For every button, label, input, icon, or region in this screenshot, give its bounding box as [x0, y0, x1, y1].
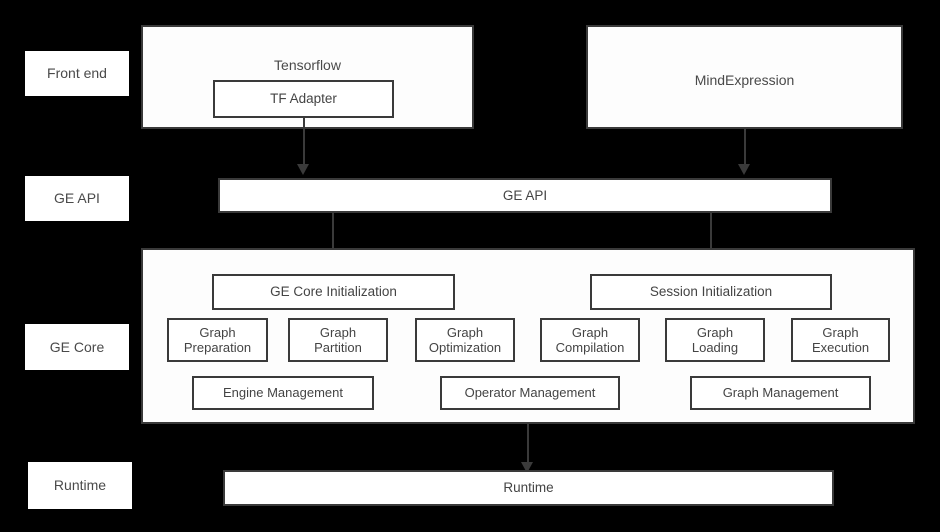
- module-graph-optimization: Graph Optimization: [415, 318, 515, 362]
- tf-adapter-label: TF Adapter: [270, 91, 337, 107]
- module-graph-execution-label: Graph Execution: [811, 324, 870, 355]
- module-graph-preparation-label: Graph Preparation: [183, 324, 252, 355]
- ge-core-initialization-label: GE Core Initialization: [270, 284, 397, 300]
- management-engine-label: Engine Management: [223, 385, 343, 401]
- module-graph-compilation-label: Graph Compilation: [555, 324, 625, 355]
- arrowhead-mindexpression-to-ge-api: [738, 164, 750, 175]
- mindexpression-container: MindExpression: [586, 25, 903, 129]
- layer-label-front-end-text: Front end: [47, 65, 107, 82]
- runtime-label: Runtime: [503, 480, 554, 496]
- tf-adapter-box: TF Adapter: [213, 80, 394, 118]
- runtime-box: Runtime: [223, 470, 834, 506]
- connector-tf-adapter-to-ge-api: [303, 118, 305, 166]
- connector-ge-core-to-runtime: [527, 424, 529, 465]
- management-operator-label: Operator Management: [464, 385, 596, 401]
- layer-label-ge-core-text: GE Core: [49, 338, 105, 355]
- mindexpression-title: MindExpression: [694, 72, 795, 88]
- module-graph-loading-label: Graph Loading: [691, 324, 739, 355]
- ge-api-label: GE API: [502, 187, 548, 203]
- tensorflow-title: Tensorflow: [274, 57, 341, 73]
- layer-label-ge-api-text: GE API: [54, 190, 100, 207]
- module-graph-optimization-label: Graph Optimization: [428, 324, 502, 355]
- layer-label-front-end: Front end: [25, 51, 129, 96]
- module-graph-loading: Graph Loading: [665, 318, 765, 362]
- session-initialization-label: Session Initialization: [649, 284, 773, 300]
- session-initialization-box: Session Initialization: [590, 274, 832, 310]
- management-operator: Operator Management: [440, 376, 620, 410]
- layer-label-runtime-text: Runtime: [53, 477, 107, 494]
- ge-api-box: GE API: [218, 178, 832, 213]
- connector-mindexpression-to-ge-api: [744, 129, 746, 166]
- module-graph-partition-label: Graph Partition: [314, 324, 362, 355]
- module-graph-compilation: Graph Compilation: [540, 318, 640, 362]
- layer-label-ge-core: GE Core: [25, 324, 129, 370]
- management-engine: Engine Management: [192, 376, 374, 410]
- management-graph: Graph Management: [690, 376, 871, 410]
- module-graph-partition: Graph Partition: [288, 318, 388, 362]
- layer-label-runtime: Runtime: [28, 462, 132, 509]
- arrowhead-ge-core-to-runtime: [521, 462, 533, 473]
- module-graph-execution: Graph Execution: [791, 318, 890, 362]
- connector-ge-api-to-ge-core-init: [332, 213, 334, 273]
- management-graph-label: Graph Management: [722, 385, 839, 401]
- arrowhead-tf-adapter-to-ge-api: [297, 164, 309, 175]
- layer-label-ge-api: GE API: [25, 176, 129, 221]
- ge-core-initialization-box: GE Core Initialization: [212, 274, 455, 310]
- module-graph-preparation: Graph Preparation: [167, 318, 268, 362]
- connector-ge-api-to-session-init: [710, 213, 712, 273]
